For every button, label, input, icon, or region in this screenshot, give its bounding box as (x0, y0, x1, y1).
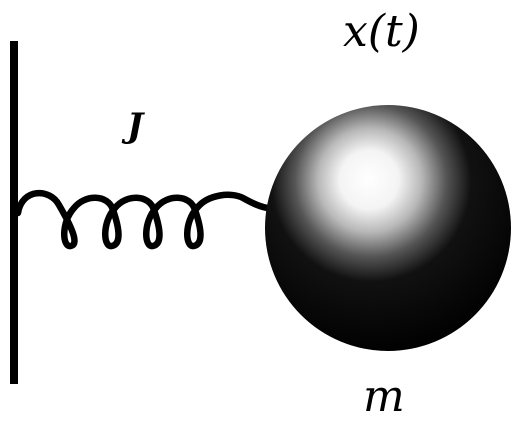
wall (10, 41, 18, 384)
position-label: x(t) (343, 6, 420, 57)
mass-label: m (363, 371, 405, 422)
spring-constant-label: J (127, 106, 144, 146)
spring (14, 189, 272, 250)
mass-sphere (265, 105, 511, 351)
